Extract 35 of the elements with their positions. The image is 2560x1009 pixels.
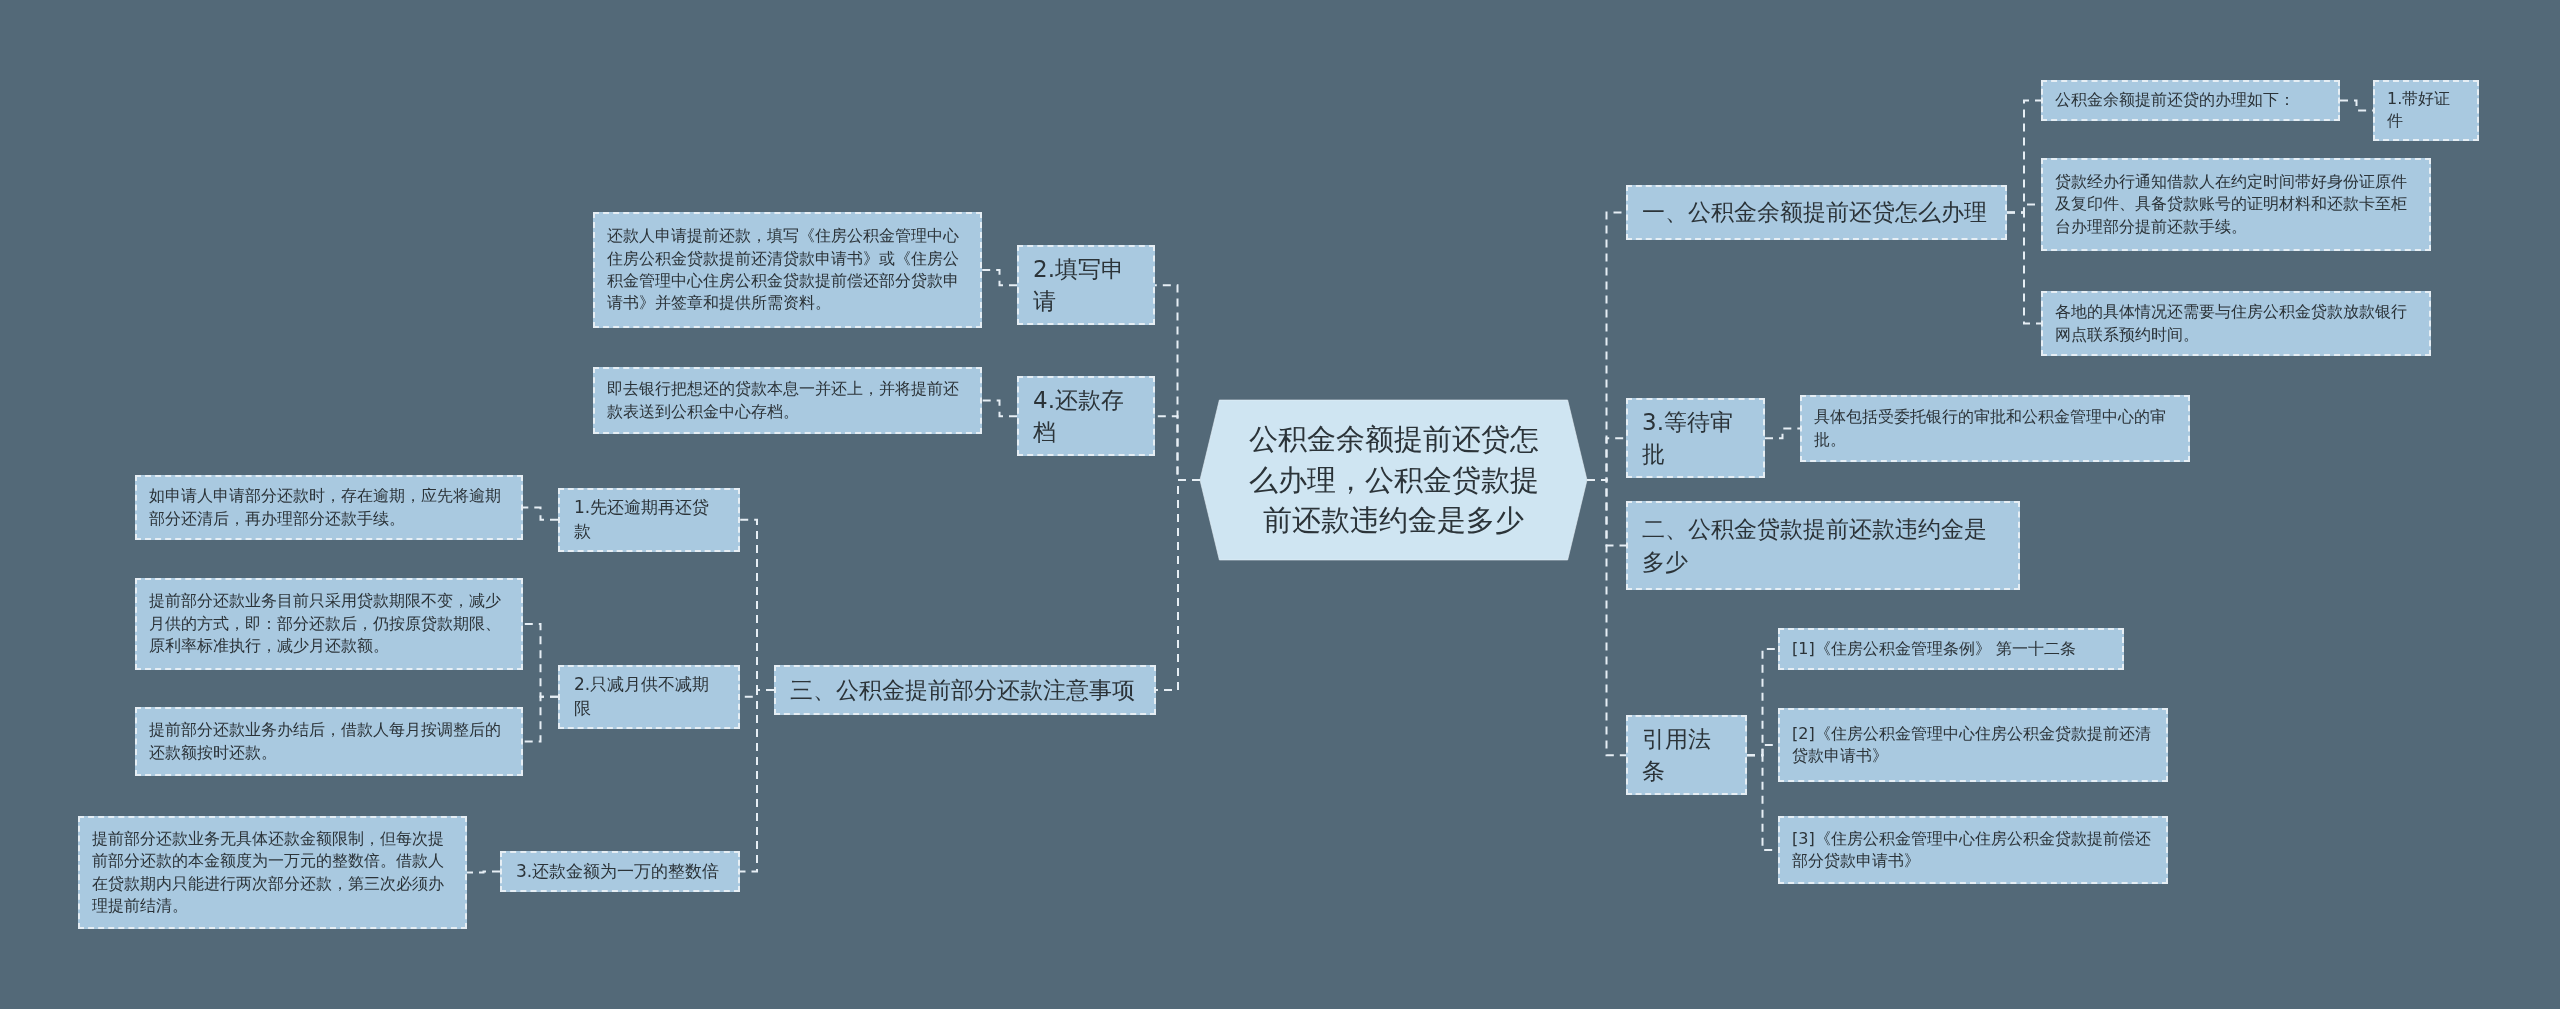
- connector-line: [1586, 479, 1627, 757]
- note-box: 提前部分还款业务目前只采用贷款期限不变，减少月供的方式，即：部分还款后，仍按原贷款期限、原利率标准执行，减少月还款额。: [135, 578, 523, 670]
- connector-line: [522, 695, 559, 743]
- central-topic-hexagon: 公积金余额提前还贷怎么办理，公积金贷款提前还款违约金是多少: [1200, 400, 1587, 560]
- connector-line: [2006, 211, 2042, 325]
- subtopic-box: 1.先还逾期再还贷款: [558, 488, 740, 552]
- topic-box: 4.还款存档: [1017, 376, 1155, 457]
- note-box: 1.带好证件: [2373, 80, 2479, 141]
- topic-box: 三、公积金提前部分还款注意事项: [774, 665, 1156, 715]
- note-box: 公积金余额提前还贷的办理如下：: [2041, 80, 2340, 121]
- note-box: 即去银行把想还的贷款本息一并还上，并将提前还款表送到公积金中心存档。: [593, 367, 982, 434]
- connector-line: [739, 689, 775, 873]
- connector-line: [981, 399, 1018, 418]
- topic-box: 3.等待审批: [1626, 398, 1765, 479]
- note-box: 提前部分还款业务无具体还款金额限制，但每次提前部分还款的本金额度为一万元的整数倍。借款人在贷款期内只能进行两次部分还款，第三次必须办理提前结清。: [78, 816, 467, 929]
- subtopic-box: 3.还款金额为一万的整数倍: [500, 851, 740, 892]
- topic-box: 引用法条: [1626, 715, 1747, 796]
- note-box: 如申请人申请部分还款时，存在逾期，应先将逾期部分还清后，再办理部分还款手续。: [135, 475, 523, 540]
- topic-box: 2.填写申请: [1017, 245, 1155, 326]
- topic-box: 二、公积金贷款提前还款违约金是多少: [1626, 501, 2020, 590]
- connector-line: [1764, 427, 1801, 440]
- note-box: [3]《住房公积金管理中心住房公积金贷款提前偿还部分贷款申请书》: [1778, 816, 2168, 884]
- note-box: 提前部分还款业务办结后，借款人每月按调整后的还款额按时还款。: [135, 707, 523, 776]
- connector-line: [466, 870, 501, 874]
- connector-line: [522, 506, 559, 521]
- note-box: 具体包括受委托银行的审批和公积金管理中心的审批。: [1800, 395, 2190, 462]
- note-box: [1]《住房公积金管理条例》 第一十二条: [1778, 628, 2124, 670]
- note-box: 各地的具体情况还需要与住房公积金贷款放款银行网点联系预约时间。: [2041, 291, 2431, 356]
- note-box: 还款人申请提前还款，填写《住房公积金管理中心住房公积金贷款提前还清贷款申请书》或《住房公积金管理中心住房公积金贷款提前偿还部分贷款申请书》并签章和提供所需资料。: [593, 212, 982, 328]
- note-box: [2]《住房公积金管理中心住房公积金贷款提前还清贷款申请书》: [1778, 708, 2168, 782]
- topic-box: 一、公积金余额提前还贷怎么办理: [1626, 185, 2007, 240]
- connector-line: [981, 269, 1018, 287]
- subtopic-box: 2.只减月供不减期限: [558, 665, 740, 729]
- note-box: 贷款经办行通知借款人在约定时间带好身份证原件及复印件、具备贷款账号的证明材料和还款卡至柜台办理部分提前还款手续。: [2041, 158, 2431, 251]
- connector-line: [1155, 479, 1201, 691]
